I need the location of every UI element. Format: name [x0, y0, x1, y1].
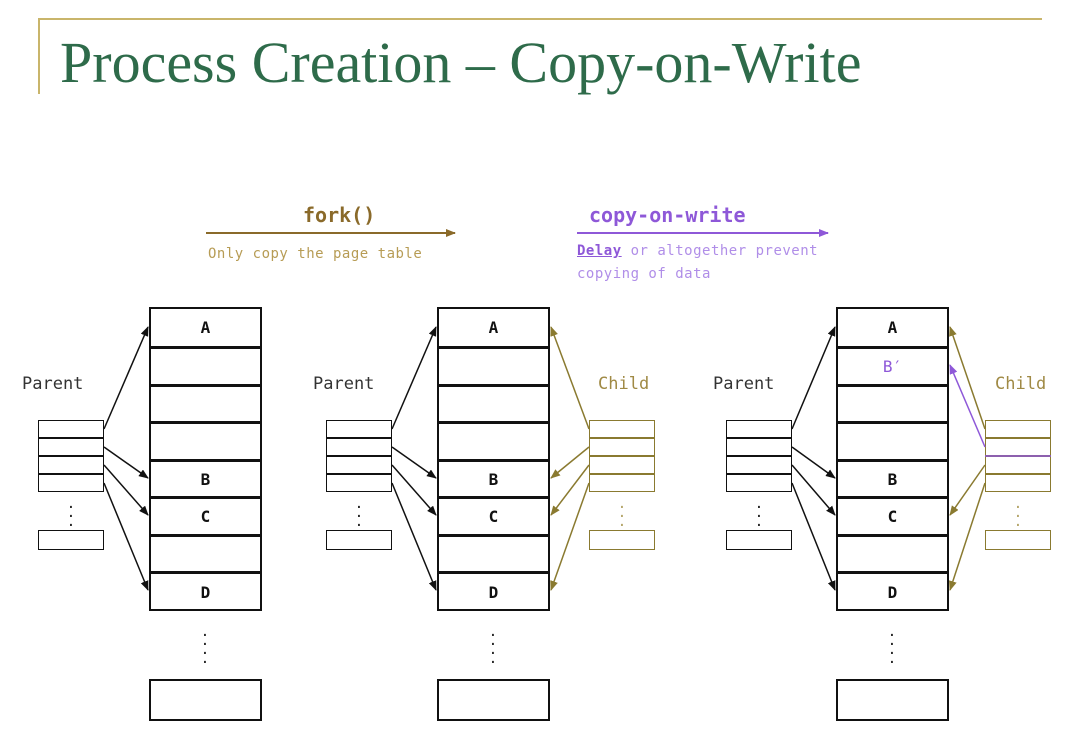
pt-row: [726, 474, 792, 492]
page-a: A: [838, 309, 947, 349]
pt-row: [726, 420, 792, 438]
child-label-3: Child: [995, 374, 1047, 394]
page-b: B: [439, 462, 548, 499]
parent-label-3: Parent: [713, 374, 775, 394]
pt-tail: [726, 530, 792, 550]
page-b-prime: B′: [838, 349, 947, 387]
pt-continuation: ···: [1013, 500, 1023, 534]
page-empty: [151, 387, 260, 424]
pt-continuation: ···: [754, 500, 764, 534]
page-empty: [151, 537, 260, 574]
page-empty: [838, 424, 947, 462]
cow-subtitle-em: Delay: [577, 243, 622, 259]
parent-page-table-1: ···: [38, 420, 104, 552]
pt-row: [589, 420, 655, 438]
page-a: A: [151, 309, 260, 349]
memory-tail-1: [149, 679, 262, 721]
fork-subtitle: Only copy the page table: [208, 246, 423, 262]
child-label-2: Child: [598, 374, 650, 394]
pt-row: [326, 474, 392, 492]
physical-memory-1: A B C D: [149, 307, 262, 611]
parent-arrows-2: [391, 326, 437, 591]
physical-memory-3: A B′ B C D: [836, 307, 949, 611]
cow-subtitle-line2: copying of data: [577, 266, 711, 282]
pt-row: [589, 438, 655, 456]
pt-row: [38, 438, 104, 456]
pt-row: [589, 474, 655, 492]
pt-row: [726, 456, 792, 474]
page-empty: [151, 349, 260, 387]
memory-continuation-1: ····: [200, 628, 210, 671]
pt-tail: [38, 530, 104, 550]
pt-continuation: ···: [354, 500, 364, 534]
child-arrows-3: [948, 326, 986, 591]
pt-tail: [589, 530, 655, 550]
page-d: D: [887, 583, 898, 602]
page-d: D: [200, 583, 211, 602]
pt-row: [589, 456, 655, 474]
parent-arrows-3: [791, 326, 836, 591]
page-empty: [151, 424, 260, 462]
slide-title: Process Creation – Copy-on-Write: [60, 30, 862, 95]
pt-row: [726, 438, 792, 456]
pt-row: [38, 474, 104, 492]
top-rule: [38, 18, 1042, 20]
page-b: B: [838, 462, 947, 499]
pt-continuation: ···: [66, 500, 76, 534]
pt-tail: [985, 530, 1051, 550]
child-page-table-2: ···: [589, 420, 655, 552]
memory-continuation-2: ····: [488, 628, 498, 671]
page-d: D: [488, 583, 499, 602]
page-c: C: [151, 499, 260, 537]
pt-row: [326, 438, 392, 456]
page-empty: [838, 537, 947, 574]
physical-memory-2: A B C D: [437, 307, 550, 611]
page-empty: [439, 537, 548, 574]
page-c: C: [838, 499, 947, 537]
cow-title: copy-on-write: [589, 203, 746, 227]
pt-row: [985, 474, 1051, 492]
parent-label-1: Parent: [22, 374, 84, 394]
child-page-table-3: ···: [985, 420, 1051, 552]
side-rule: [38, 18, 40, 94]
parent-arrows-1: [103, 326, 149, 591]
pt-row: [985, 456, 1051, 474]
pt-continuation: ···: [617, 500, 627, 534]
pt-row: [326, 456, 392, 474]
pt-row: [38, 420, 104, 438]
page-empty: [439, 387, 548, 424]
memory-tail-3: [836, 679, 949, 721]
page-c: C: [439, 499, 548, 537]
parent-page-table-2: ···: [326, 420, 392, 552]
pt-row: [326, 420, 392, 438]
page-empty: [439, 349, 548, 387]
memory-tail-2: [437, 679, 550, 721]
fork-title: fork(): [303, 203, 376, 227]
pt-tail: [326, 530, 392, 550]
memory-continuation-3: ····: [887, 628, 897, 671]
cow-subtitle: Delay or altogether prevent: [577, 243, 818, 259]
parent-label-2: Parent: [313, 374, 375, 394]
page-empty: [439, 424, 548, 462]
child-arrows-2: [550, 326, 590, 591]
page-a: A: [439, 309, 548, 349]
page-empty: [838, 387, 947, 424]
page-b: B: [151, 462, 260, 499]
pt-row: [985, 420, 1051, 438]
pt-row: [38, 456, 104, 474]
pt-row: [985, 438, 1051, 456]
cow-subtitle-rest: or altogether prevent: [621, 243, 819, 259]
parent-page-table-3: ···: [726, 420, 792, 552]
